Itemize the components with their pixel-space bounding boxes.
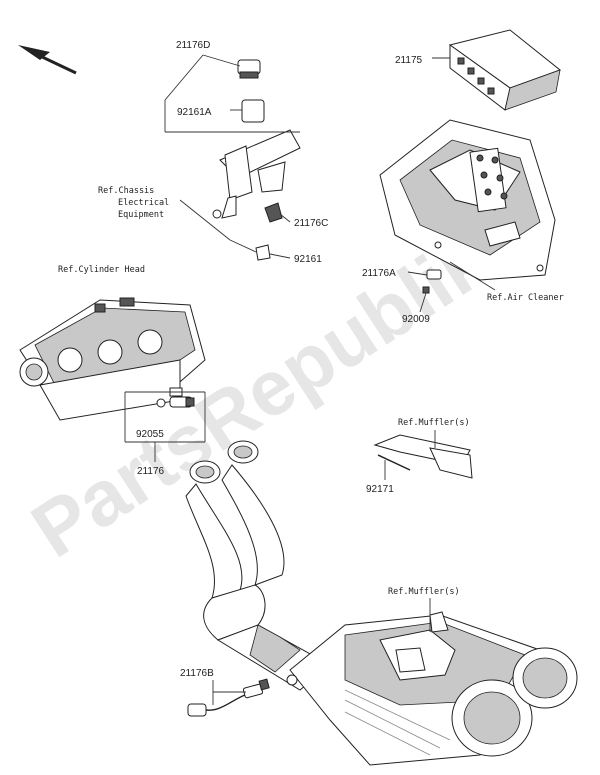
leader-92009: [419, 292, 427, 313]
label-92055: 92055: [136, 429, 164, 440]
ref-chassis-line2: Electrical: [118, 198, 169, 208]
ref-chassis-line1: Ref.Chassis: [98, 186, 154, 196]
label-92161a: 92161A: [177, 107, 212, 118]
o2-sensor-21176b: [187, 678, 270, 717]
ref-air-cleaner: Ref.Air Cleaner: [487, 293, 564, 303]
ref-muffler-1: Ref.Muffler(s): [398, 418, 470, 428]
label-21175: 21175: [395, 55, 423, 66]
leader-air-cleaner: [449, 261, 496, 291]
label-92161: 92161: [294, 254, 322, 265]
ecu-unit: [448, 29, 562, 111]
ref-cylinder-head: Ref.Cylinder Head: [58, 265, 145, 275]
muffler-bracket: [373, 434, 473, 479]
leader-21176a: [407, 271, 428, 276]
ref-chassis-line3: Equipment: [118, 210, 164, 220]
temp-sensor-21176: [169, 396, 195, 408]
label-21176d: 21176D: [176, 40, 210, 51]
front-arrow-icon: [18, 45, 77, 75]
air-cleaner-housing: [379, 119, 556, 281]
sensor-bracket-assembly: [212, 59, 301, 261]
leader-21176c: [279, 213, 291, 223]
label-92009: 92009: [402, 314, 430, 325]
leader-chassis: [179, 199, 231, 241]
leader-21176d: [164, 54, 204, 101]
muffler: [286, 611, 578, 766]
exhaust-header-pipes: [185, 440, 331, 691]
ref-muffler-2: Ref.Muffler(s): [388, 587, 460, 597]
label-21176b: 21176B: [180, 668, 214, 679]
washer-92055: [156, 398, 166, 408]
label-21176a: 21176A: [362, 268, 396, 279]
cylinder-head: [19, 297, 206, 421]
label-92171: 92171: [366, 484, 394, 495]
leader-92161: [269, 253, 291, 259]
label-21176c: 21176C: [294, 218, 328, 229]
label-21176: 21176: [137, 466, 165, 477]
